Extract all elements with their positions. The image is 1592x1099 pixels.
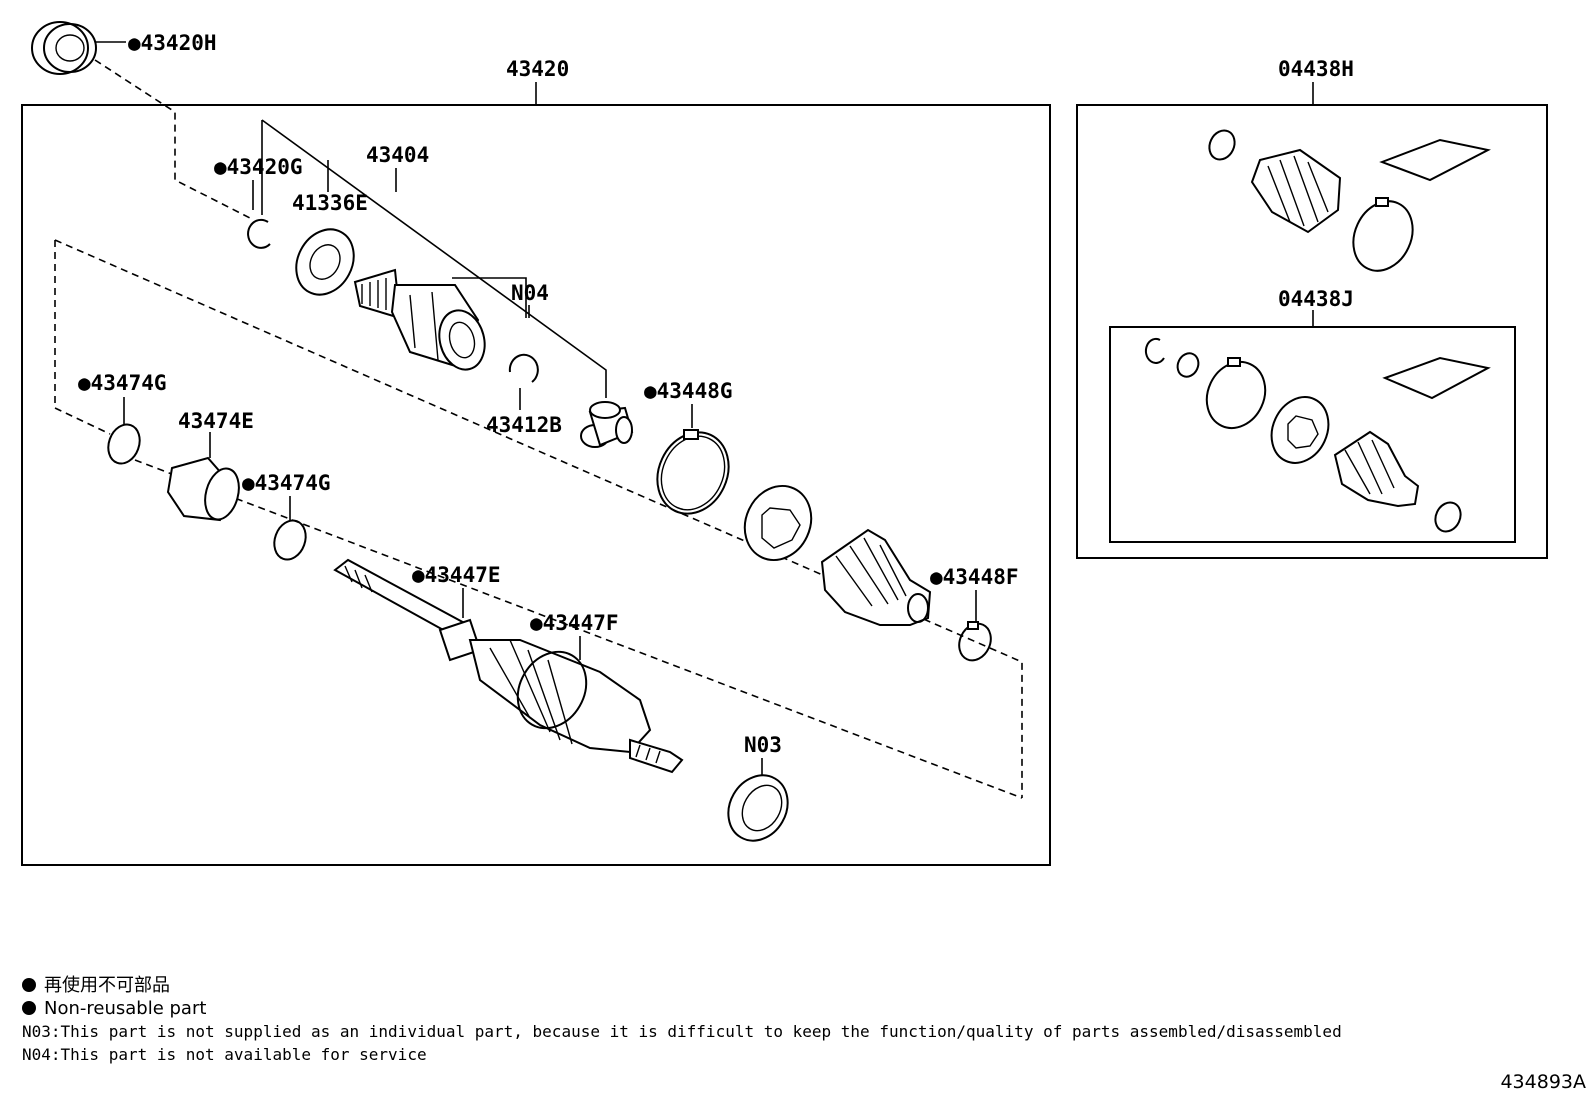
washer-41336e (295, 228, 355, 296)
dust-seal-43420h (31, 21, 97, 75)
label-43447e: ●43447E (412, 563, 501, 587)
label-43404: 43404 (366, 143, 429, 167)
legend-non-reusable-en-text: Non-reusable part (44, 998, 207, 1019)
snap-ring-43420g (247, 218, 271, 249)
legend-non-reusable-jp: 再使用不可部品 (22, 974, 1422, 997)
label-41336e: 41336E (292, 191, 368, 215)
dynamic-damper-clamp-b (273, 519, 307, 561)
inner-joint-housing (353, 268, 486, 371)
label-43474e: 43474E (178, 409, 254, 433)
dynamic-damper-clamp-a (107, 423, 141, 465)
label-43420: 43420 (506, 57, 569, 81)
boot-kit-04438h-parts (1208, 129, 1491, 272)
callout-labels: ●43420H 43420 43404 ●43420G 41336E N04 ●… (78, 31, 1354, 757)
boot-clamp-43448f (958, 621, 992, 662)
label-43420h: ●43420H (128, 31, 217, 55)
figure-id: 434893A (1500, 1071, 1586, 1093)
boot-kit-04438j-parts (1144, 337, 1491, 533)
boot-retainer (743, 485, 813, 561)
boot-clamp-43448g (656, 429, 730, 515)
legend-non-reusable-en: Non-reusable part (22, 997, 1422, 1020)
legend-non-reusable-jp-text: 再使用不可部品 (44, 975, 170, 996)
seal-n03 (727, 774, 789, 842)
label-04438j: 04438J (1278, 287, 1354, 311)
label-43420g: ●43420G (214, 155, 303, 179)
leader-lines (96, 41, 1314, 776)
label-43447f: ●43447F (530, 611, 619, 635)
label-43474g-b: ●43474G (242, 471, 331, 495)
outboard-shaft-assembly (333, 558, 684, 774)
legend: 再使用不可部品 Non-reusable part N03:This part … (22, 974, 1422, 1066)
label-n03: N03 (744, 733, 782, 757)
tripod-joint (580, 401, 634, 448)
boot-kit-frame (1076, 104, 1548, 559)
label-43448f: ●43448F (930, 565, 1019, 589)
label-43448g: ●43448G (644, 379, 733, 403)
label-04438h: 04438H (1278, 57, 1354, 81)
dashed-guides (54, 59, 1023, 799)
bullet-dot-icon (22, 978, 36, 992)
snap-ring-43412b (508, 353, 539, 383)
dynamic-damper-43474e (166, 456, 240, 522)
bullet-dot-icon (22, 1001, 36, 1015)
legend-note-n03: N03:This part is not supplied as an indi… (22, 1022, 1342, 1041)
label-43412b: 43412B (486, 413, 562, 437)
label-43474g-a: ●43474G (78, 371, 167, 395)
legend-note-n04: N04:This part is not available for servi… (22, 1045, 427, 1064)
inboard-boot (820, 528, 932, 626)
label-n04: N04 (511, 281, 549, 305)
